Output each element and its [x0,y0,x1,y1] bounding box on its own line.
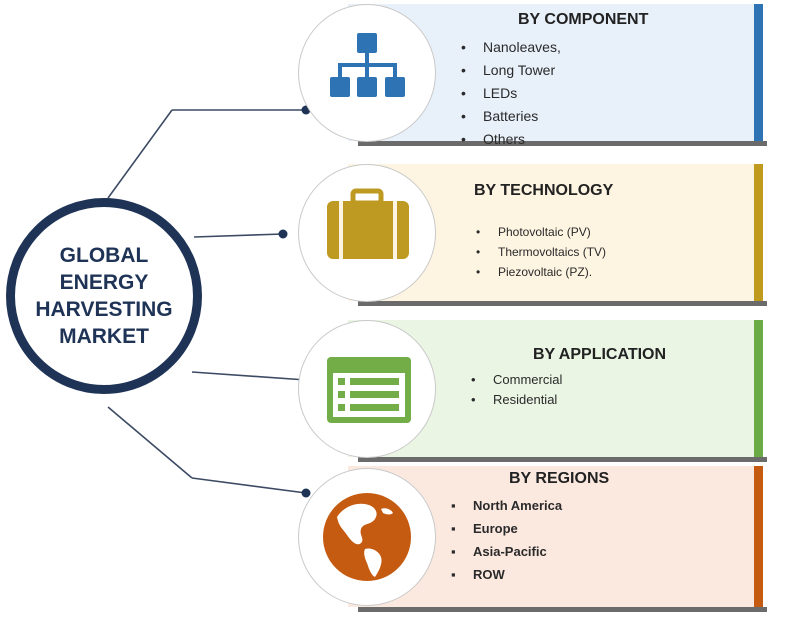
panel-accent-bar [754,320,763,457]
panel-accent-bar [754,164,763,301]
globe-icon [323,493,411,581]
list-item: ▪ROW [451,567,505,582]
section-title-application: BY APPLICATION [533,346,667,363]
list-item: ▪Europe [451,521,518,536]
list-item: •Residential [471,392,558,407]
list-item: •Commercial [471,372,563,387]
connector-application [191,371,307,381]
technology-icon-circle [298,164,436,302]
panel-accent-bar [754,4,763,141]
list-window-icon [327,357,411,423]
regions-icon-circle [298,468,436,606]
component-list: •Nanoleaves, •Long Tower •LEDs •Batterie… [461,36,561,151]
connector-regions [107,406,193,479]
list-item: •Piezovoltaic (PZ). [476,265,593,279]
section-title-component: BY COMPONENT [518,11,649,28]
application-list: •Commercial •Residential [471,370,562,410]
section-title-technology: BY TECHNOLOGY [474,182,614,199]
connector-technology [193,233,284,238]
list-item: ▪Asia-Pacific [451,544,547,559]
application-icon-circle [298,320,436,458]
technology-list: •Photovoltaic (PV) •Thermovoltaics (TV) … [476,222,606,282]
list-item: •Photovoltaic (PV) [476,225,591,239]
list-item: •Long Tower [461,62,556,78]
list-item: •Others [461,131,526,147]
hierarchy-icon [330,33,405,97]
panel-accent-bar [754,466,763,607]
connector-dot [301,488,311,498]
briefcase-icon [327,188,409,259]
regions-list: ▪North America ▪Europe ▪Asia-Pacific ▪RO… [451,494,562,586]
component-icon-circle [298,4,436,142]
market-title: GLOBAL ENERGY HARVESTING MARKET [35,244,173,348]
list-item: •Nanoleaves, [461,39,561,55]
list-item: •LEDs [461,85,518,101]
connector-component [107,109,173,199]
list-item: ▪North America [451,498,563,513]
connector-dot [278,229,288,239]
list-item: •Thermovoltaics (TV) [476,245,607,259]
section-title-regions: BY REGIONS [509,470,610,487]
market-hub-circle: GLOBAL ENERGY HARVESTING MARKET [6,198,202,394]
list-item: •Batteries [461,108,539,124]
